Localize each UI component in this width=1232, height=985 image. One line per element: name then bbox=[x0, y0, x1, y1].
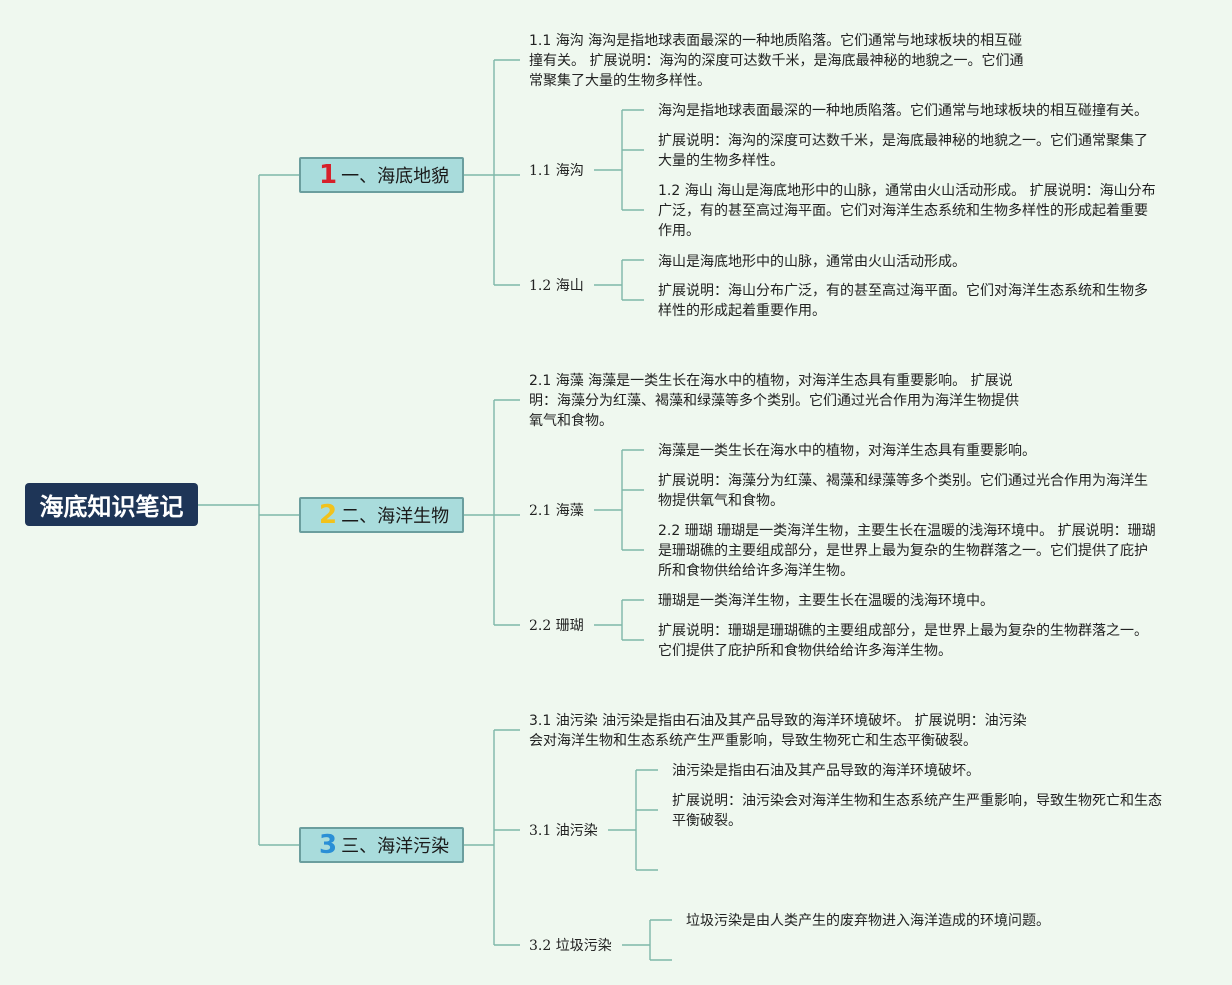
sub-node-1-1[interactable]: 1.1 海沟 bbox=[529, 163, 584, 179]
detail-3-1-2: 扩展说明：油污染会对海洋生物和生态系统产生严重影响，导致生物死亡和生态平衡破裂。 bbox=[672, 793, 1162, 829]
category-node-1[interactable]: 1 一、海底地貌 bbox=[299, 157, 464, 193]
detail-2-1-1: 海藻是一类生长在海水中的植物，对海洋生态具有重要影响。 bbox=[658, 443, 1036, 459]
sub-node-1-2[interactable]: 1.2 海山 bbox=[529, 278, 584, 294]
detail-1-2-1: 海山是海底地形中的山脉，通常由火山活动形成。 bbox=[658, 254, 966, 270]
detail-3-2-1: 垃圾污染是由人类产生的废弃物进入海洋造成的环境问题。 bbox=[686, 913, 1050, 929]
root-title: 海底知识笔记 bbox=[39, 493, 184, 521]
detail-2-2-1: 珊瑚是一类海洋生物，主要生长在温暖的浅海环境中。 bbox=[658, 593, 994, 609]
sub-node-3-2[interactable]: 3.2 垃圾污染 bbox=[529, 938, 612, 954]
detail-2-1-2: 扩展说明：海藻分为红藻、褐藻和绿藻等多个类别。它们通过光合作用为海洋生物提供氧气… bbox=[658, 473, 1148, 509]
category-label: 二、海洋生物 bbox=[341, 506, 450, 527]
detail-1-2-2: 扩展说明：海山分布广泛，有的甚至高过海平面。它们对海洋生态系统和生物多样性的形成… bbox=[658, 283, 1148, 319]
category-node-3[interactable]: 3 三、海洋污染 bbox=[299, 827, 464, 863]
detail-2-2-2: 扩展说明：珊瑚是珊瑚礁的主要组成部分，是世界上最为复杂的生物群落之一。它们提供了… bbox=[658, 623, 1148, 659]
number-1-icon: 1 bbox=[319, 160, 338, 190]
number-2-icon: 2 bbox=[319, 500, 338, 530]
detail-1-1-2: 扩展说明：海沟的深度可达数千米，是海底最神秘的地貌之一。它们通常聚集了大量的生物… bbox=[658, 133, 1148, 169]
category-label: 三、海洋污染 bbox=[341, 836, 450, 857]
category-summary: 3.1 油污染 油污染是指由石油及其产品导致的海洋环境破坏。 扩展说明：油污染会… bbox=[529, 713, 1027, 749]
number-3-icon: 3 bbox=[319, 830, 338, 860]
category-summary: 2.1 海藻 海藻是一类生长在海水中的植物，对海洋生态具有重要影响。 扩展说明：… bbox=[529, 373, 1019, 429]
detail-1-1-3: 1.2 海山 海山是海底地形中的山脉，通常由火山活动形成。 扩展说明：海山分布广… bbox=[658, 183, 1156, 239]
sub-node-3-1[interactable]: 3.1 油污染 bbox=[529, 823, 598, 839]
detail-2-1-3: 2.2 珊瑚 珊瑚是一类海洋生物，主要生长在温暖的浅海环境中。 扩展说明：珊瑚是… bbox=[658, 523, 1156, 579]
detail-1-1-1: 海沟是指地球表面最深的一种地质陷落。它们通常与地球板块的相互碰撞有关。 bbox=[658, 103, 1148, 119]
category-label: 一、海底地貌 bbox=[341, 166, 450, 187]
category-summary: 1.1 海沟 海沟是指地球表面最深的一种地质陷落。它们通常与地球板块的相互碰撞有… bbox=[529, 33, 1024, 89]
sub-node-2-1[interactable]: 2.1 海藻 bbox=[529, 503, 584, 519]
detail-3-1-1: 油污染是指由石油及其产品导致的海洋环境破坏。 bbox=[672, 763, 980, 779]
root-node[interactable]: 海底知识笔记 bbox=[25, 483, 198, 526]
category-node-2[interactable]: 2 二、海洋生物 bbox=[299, 497, 464, 533]
sub-node-2-2[interactable]: 2.2 珊瑚 bbox=[529, 618, 584, 634]
